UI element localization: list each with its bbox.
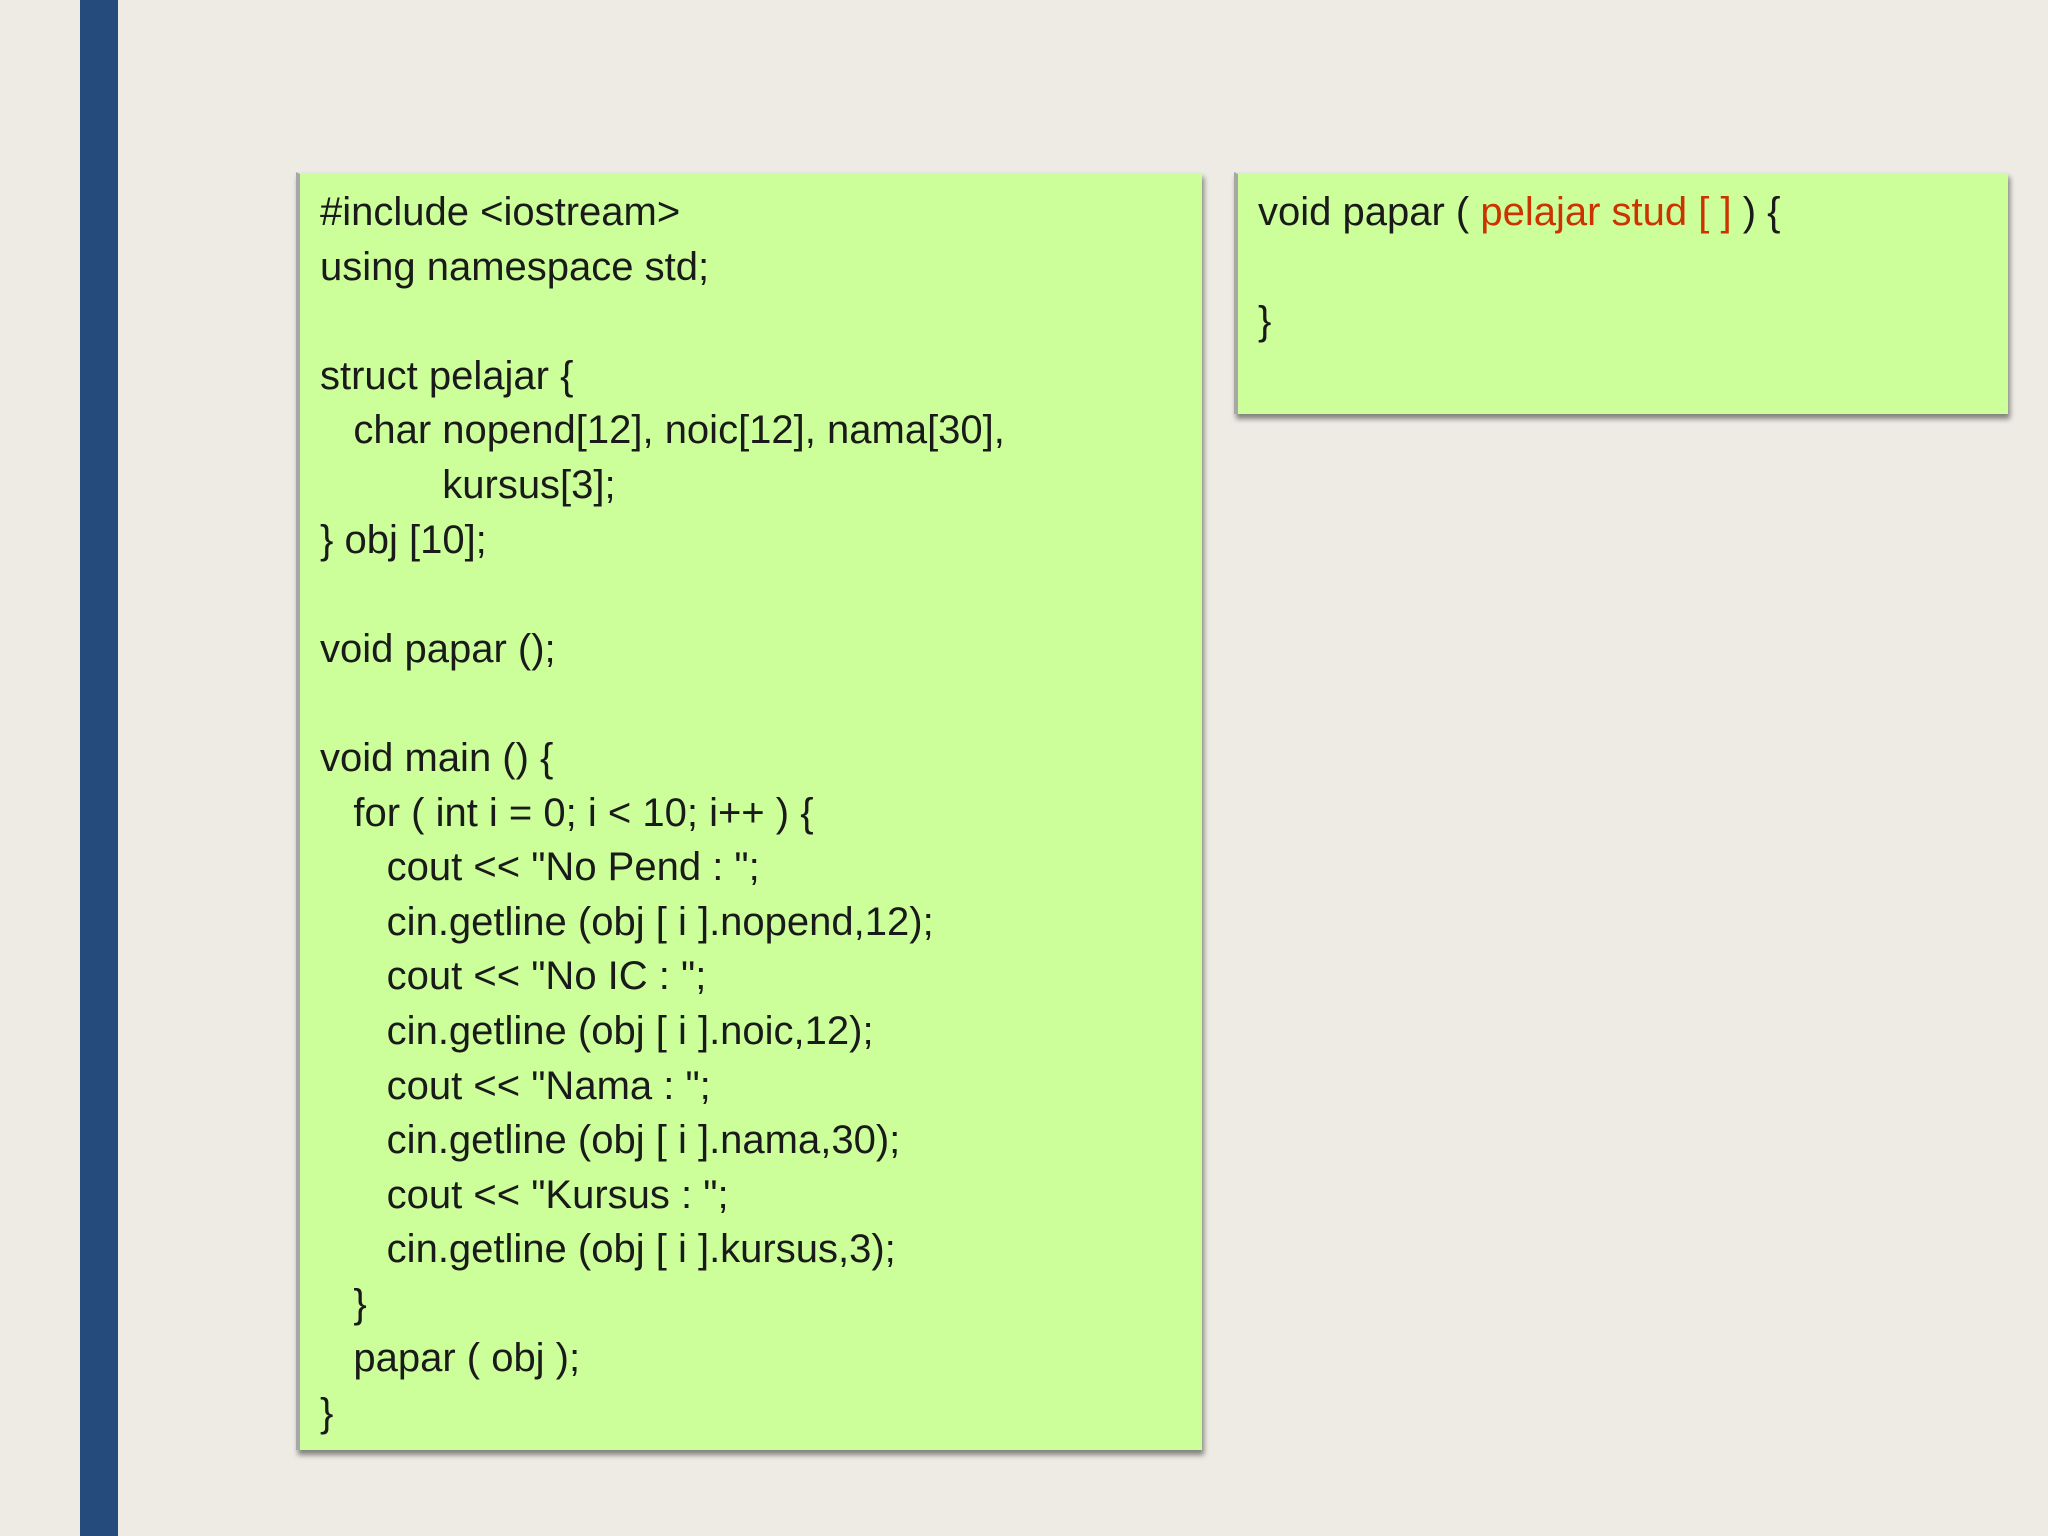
signature-prefix: void papar ( (1258, 190, 1481, 234)
code-line: using namespace std; (320, 244, 710, 289)
closing-brace-line: } (1258, 299, 1272, 344)
code-line: struct pelajar { (320, 353, 574, 398)
code-line: cin.getline (obj [ i ].kursus,3); (320, 1227, 896, 1272)
code-line: } (320, 1281, 367, 1326)
highlighted-parameter: pelajar stud [ ] (1480, 190, 1732, 234)
code-line: cout << "Kursus : "; (320, 1172, 729, 1217)
code-line: } (320, 1391, 334, 1436)
code-line: void main () { (320, 735, 554, 780)
code-line: kursus[3]; (320, 462, 616, 507)
code-line: cin.getline (obj [ i ].nopend,12); (320, 899, 934, 944)
code-line: void papar (); (320, 626, 556, 671)
code-line (1258, 240, 2008, 295)
accent-bar (80, 0, 118, 1536)
code-line: cout << "No Pend : "; (320, 845, 760, 890)
function-definition-box: void papar ( pelajar stud [ ] ) { } (1234, 172, 2008, 414)
code-line: #include <iostream> (320, 190, 681, 234)
code-line: char nopend[12], noic[12], nama[30], (320, 408, 1005, 453)
signature-suffix: ) { (1731, 190, 1781, 234)
code-line: cout << "No IC : "; (320, 954, 707, 999)
code-line (320, 567, 1202, 622)
code-line: cout << "Nama : "; (320, 1063, 711, 1108)
code-line: cin.getline (obj [ i ].noic,12); (320, 1008, 874, 1053)
code-line (320, 676, 1202, 731)
code-line: for ( int i = 0; i < 10; i++ ) { (320, 790, 814, 835)
code-line: cin.getline (obj [ i ].nama,30); (320, 1118, 901, 1163)
main-code-box: #include <iostream> using namespace std;… (296, 172, 1202, 1450)
code-line: papar ( obj ); (320, 1336, 581, 1381)
code-line: } obj [10]; (320, 517, 487, 562)
code-line (320, 294, 1202, 349)
function-signature-line: void papar ( pelajar stud [ ] ) { (1258, 185, 2008, 240)
